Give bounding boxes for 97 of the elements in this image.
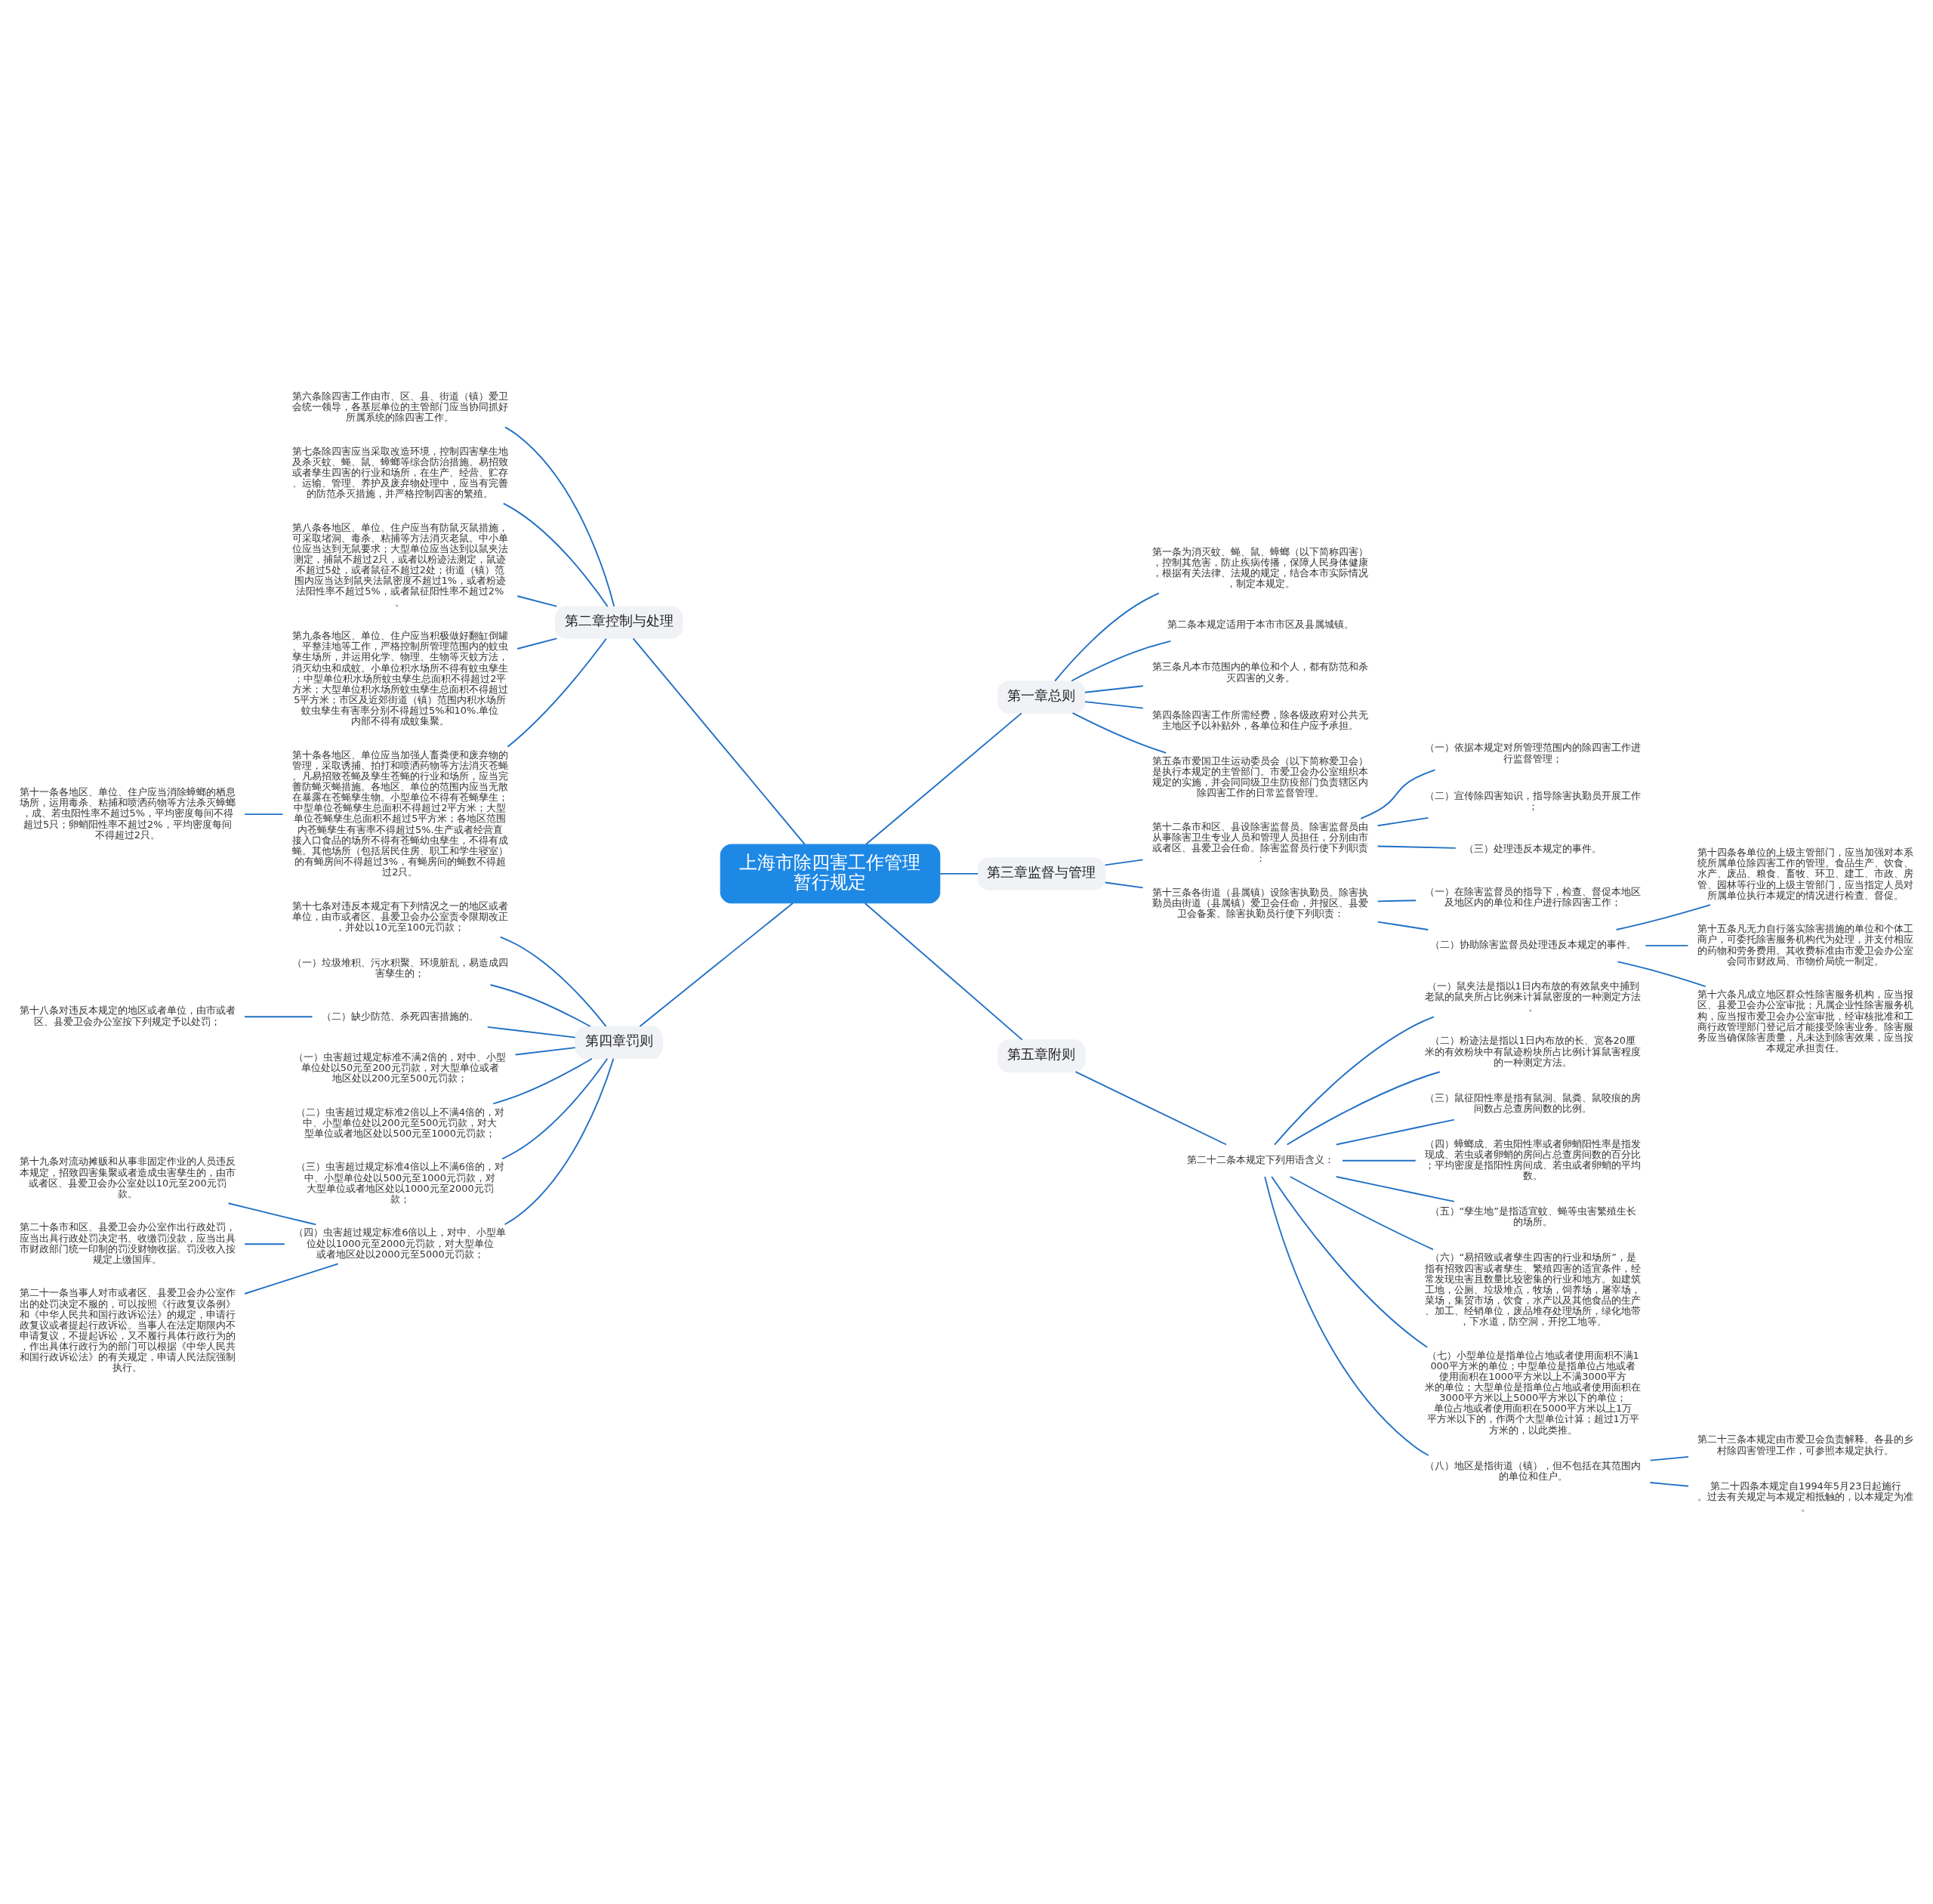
node-text: （四）蟑螂成、若虫阳性率或者卵蛸阳性率是指发现成、若虫或者卵蛸的房间占总查房间数的百分比；平均密度是指阳性房间成、若虫或者卵蛸的平均数。: [1425, 1137, 1642, 1181]
connector: [486, 1026, 576, 1038]
node-text: （一）鼠夹法是指以1日内布放的有效鼠夹中捕到老鼠的鼠夹所占比例来计算鼠密度的一种测定方法。: [1425, 980, 1642, 1013]
connector: [1264, 1175, 1429, 1456]
node-text: （五）“孳生地”是指适宜蚊、蝇等虫害繁殖生长的场所。: [1429, 1205, 1636, 1227]
connector: [632, 637, 806, 845]
node-text: 第七条除四害应当采取改造环境，控制四害孳生地及杀灭蚊、蝇、鼠、蟑螂等综合防治措施。易招致或者孳生四害的行业和场所，在生产、经营、贮存、运输、管理、养护及废弃物处理中，应当有完善的防范杀灭措施，并严格控制四害的繁殖。: [291, 445, 508, 499]
node-text: （二）缺少防范、杀死四害措施的。: [321, 1010, 479, 1022]
connector: [244, 1015, 313, 1017]
node-text: 第五条市爱国卫生运动委员会（以下简称爱卫会）是执行本规定的主管部门。市爱卫会办公室组织本规定的实施，并会同同级卫生防疫部门负责辖区内除四害工作的日常监督管理。: [1152, 755, 1369, 798]
node-text: 第二条本规定适用于本市市区及县属城镇。: [1167, 618, 1354, 630]
node-text: 第九条各地区、单位、住户应当积极做好翻缸倒罐、平整洼地等工作，严格控制所管理范围内的蚊虫孳生场所，并运用化学、物理、生物等灭蚊方法，消灭幼虫和成蚊。小单位积水场所不得有蚊虫孳生；中型单位积水场所蚊虫孳生总面积不得超过2平方米；大型单位积水场所蚊虫孳生总面积不得超过5平方米；市区及近郊街道（镇）范围内积水场所蚊虫孳生有害率分别不得超过5%和10%.单位内部不得有成蚊集聚。: [291, 629, 508, 727]
node-text: 第三条凡本市范围内的单位和个人，都有防范和杀灭四害的义务。: [1152, 660, 1369, 684]
node-text: （一）垃圾堆积、污水积聚、环境脏乱，易造成四害孳生的；: [291, 956, 508, 979]
connector: [1377, 921, 1429, 930]
connector: [1649, 1481, 1689, 1487]
connector: [1377, 845, 1457, 849]
node-text: （二）宣传除四害知识，指导除害执勤员开展工作；: [1425, 789, 1642, 812]
connector: [1286, 1070, 1441, 1145]
connector: [501, 1057, 609, 1159]
node-text: （一）虫害超过规定标准不满2倍的，对中、小型单位处以50元至200元罚款，对大型单位或者地区处以200元至500元罚款；: [294, 1051, 507, 1084]
connector: [516, 637, 558, 650]
node-text: （七）小型单位是指单位占地或者使用面积不满1000平方米的单位；中型单位是指单位占地或者使用面积在1000平方米以上不满3000平方米的单位；大型单位是指单位占地或者使用面积在3000平方米以上5000平方米以下的单位；单位占地或者使用面积在5000平方米以上1万平方米以下的，作两个大型单位计算；超过1万平方米的，以此类推。: [1425, 1349, 1642, 1436]
node-text: 第二十三条本规定由市爱卫会负责解释。各县的乡村除四害管理工作，可参照本规定执行。: [1697, 1433, 1914, 1456]
connector: [1377, 899, 1417, 902]
connector: [502, 502, 609, 607]
connector: [244, 1262, 339, 1295]
node-text: 第六条除四害工作由市、区、县、街道（镇）爱卫会统一领导，各基层单位的主管部门应当协同抓好所属系统的除四害工作。: [291, 390, 508, 423]
node-text: 第二十条市和区、县爱卫会办公室作出行政处罚，应当出具行政处罚决定书。收缴罚没款，应当出具市财政部门统一印制的罚没财物收据。罚没收入按规定上缴国库。: [19, 1220, 236, 1265]
connector: [499, 936, 607, 1027]
node-box: 第三章监督与管理: [977, 856, 1106, 890]
node-text: （六）“易招致或者孳生四害的行业和场所”，是指有招致四害或者孳生、繁殖四害的适宜条件，经常发现虫害且数量比较密集的行业和地方。如建筑工地，公厕、垃圾堆点，牧场，饲养场，屠宰场，菜场，集贸市场，饮食，水产以及其他食品的生产、加工、经销单位，废品堆存处理场所，绿化地带，下水道，防空洞，开挖工地等。: [1425, 1251, 1642, 1327]
connector: [1615, 903, 1711, 930]
node-text: （四）虫害超过规定标准6倍以上，对中、小型单位处以1000元至2000元罚款，对大型单位或者地区处以2000元至5000元罚款；: [294, 1226, 507, 1260]
connector: [492, 1057, 593, 1104]
connector: [865, 711, 1022, 845]
node-text: （二）协助除害监督员处理违反本规定的事件。: [1429, 938, 1636, 950]
connector: [1071, 711, 1167, 754]
node-text: 第十七条对违反本规定有下列情况之一的地区或者单位，由市或者区、县爱卫会办公室责令限期改正，并处以10元至100元罚款；: [291, 900, 508, 933]
node-text: （八）地区是指街道（镇），但不包括在其范围内的单位和住户。: [1425, 1459, 1642, 1482]
node-text: 第十条各地区、单位应当加强人畜粪便和废弃物的管理，采取诱捕、拍打和喷洒药物等方法消灭苍蝇。凡易招致苍蝇及孳生苍蝇的行业和场所，应当完善防蝇灭蝇措施。各地区、单位的范围内应当无散在暴露在苍蝇孳生物。小型单位不得有苍蝇孳生；中型单位苍蝇孳生总面积不得超过2平方米；大型单位苍蝇孳生总面积不超过5平方米；各地区范围内苍蝇孳生有害率不得超过5%.生产或者经营直接入口食品的场所不得有苍蝇幼虫孳生，不得有成蝇。其他场所（包括居民住房、职工和学生寝室）的有蝇房间不得超过3%，有蝇房间的蝇数不得超过2只。: [291, 748, 508, 878]
node-text: （三）处理违反本规定的事件。: [1464, 842, 1602, 854]
connector: [864, 902, 1023, 1041]
connector: [504, 1057, 615, 1225]
node-box: 第一章总则: [997, 680, 1086, 714]
node-text: 第十九条对流动摊贩和从事非固定作业的人员违反本规定，招致四害集聚或者造成虫害孳生的，由市或者区、县爱卫会办公室处以10元至200元罚款。: [19, 1155, 236, 1199]
node-text: （一）在除害监督员的指导下，检查、督促本地区及地区内的单位和住户进行除四害工作；: [1425, 885, 1642, 908]
connector: [1342, 1159, 1417, 1162]
connector: [514, 1046, 576, 1055]
node-text: 第十三条各街道（县属镇）设除害执勤员。除害执勤员由街道（县属镇）爱卫会任命，并报区、县爱卫会备案。除害执勤员行使下列职责：: [1152, 886, 1369, 919]
connector: [1074, 1070, 1227, 1145]
node-text: （一）依据本规定对所管理范围内的除四害工作进行监督管理；: [1425, 741, 1642, 764]
node-text: 第十一条各地区、单位、住户应当消除蟑螂的栖息场所，运用毒杀、粘捕和喷洒药物等方法杀灭蟑螂，成、若虫阳性率不超过5%，平均密度每间不得超过5只；卵蛸阳性率不超过2%，平均密度每间不得超过2只。: [19, 785, 236, 841]
node-box: 第四章罚则: [575, 1026, 663, 1059]
node-text: 第十二条市和区、县设除害监督员。除害监督员由从事除害卫生专业人员和管理人员担任，分别由市或者区、县爱卫会任命。除害监督员行使下列职责：: [1152, 820, 1369, 864]
connector: [1104, 881, 1144, 888]
connector: [1649, 1455, 1689, 1461]
connector: [507, 637, 607, 748]
node-text: （三）鼠征阳性率是指有鼠洞、鼠粪、鼠咬痕的房间数占总查房间数的比例。: [1425, 1091, 1642, 1114]
connector: [939, 872, 979, 875]
node-text: 第一条为消灭蚊、蝇、鼠、蟑螂（以下简称四害），控制其危害，防止疾病传播，保障人民身体健康，根据有关法律、法规的规定，结合本市实际情况，制定本规定。: [1152, 545, 1369, 589]
connector: [489, 983, 591, 1027]
connector: [1617, 960, 1706, 987]
connector: [1360, 769, 1436, 819]
connector: [244, 1242, 285, 1245]
connector: [1335, 1175, 1455, 1202]
connector: [244, 813, 284, 815]
connector: [504, 426, 615, 607]
node-box: 第二章控制与处理: [554, 605, 683, 639]
connector: [516, 594, 558, 607]
node-text: 第十四条各单位的上级主管部门，应当加强对本系统所属单位除四害工作的管理。食品生产、饮食、水产、废品、粮食、畜牧、环卫、建工、市政、房管、园林等行业的上级主管部门，应当指定人员对所属单位执行本规定的情况进行检查、督促。: [1697, 846, 1914, 901]
connector: [227, 1202, 317, 1225]
connector: [1071, 640, 1172, 681]
node-text: 第二十二条本规定下列用语含义：: [1186, 1153, 1334, 1165]
node-box: 第五章附则: [997, 1038, 1086, 1072]
node-box: 上海市除四害工作管理暂行规定: [720, 844, 941, 903]
connector: [1335, 1119, 1455, 1145]
connector: [1377, 816, 1429, 826]
node-text: （二）粉迹法是指以1日内布放的长、宽各20厘米的有效粉块中有鼠迹粉块所占比例计算鼠害程度的一种测定方法。: [1425, 1034, 1642, 1068]
connector: [1271, 1175, 1428, 1348]
node-text: （三）虫害超过规定标准4倍以上不满6倍的，对中、小型单位处以500元至1000元罚款，对大型单位或者地区处以1000元至2000元罚款；: [295, 1160, 504, 1205]
connector: [1289, 1175, 1434, 1250]
connector: [639, 902, 794, 1027]
node-text: 第四条除四害工作所需经费，除各级政府对公共无主地区予以补贴外，各单位和住户应予承担。: [1152, 708, 1369, 731]
connector: [1084, 684, 1144, 693]
node-text: 第十五条凡无力自行落实除害措施的单位和个体工商户，可委托除害服务机构代为处理，并支付相应的药物和劳务费用。其收费标准由市爱卫会办公室会同市财政局、市物价局统一制定。: [1697, 922, 1914, 967]
node-text: 第十六条凡成立地区群众性除害服务机构，应当报区、县爱卫会办公室审批；凡属企业性除害服务机构，应当报市爱卫会办公室审批，经审核批准和工商行政管理部门登记后才能接受除害业务。除害服务应当确保除害质量，凡未达到除害效果，应当按本规定承担责任。: [1697, 988, 1914, 1054]
connector: [1084, 700, 1144, 709]
connector: [1274, 1015, 1435, 1145]
connector: [1104, 859, 1144, 866]
connector: [1054, 592, 1160, 682]
node-text: 第十八条对违反本规定的地区或者单位，由市或者区、县爱卫会办公室按下列规定予以处罚；: [19, 1004, 236, 1027]
node-text: 第二十一条当事人对市或者区、县爱卫会办公室作出的处罚决定不服的，可以按照《行政复议条例》和《中华人民共和国行政诉讼法》的规定，申请行政复议或者提起行政诉讼。当事人在法定期限内不申请复议，不提起诉讼，又不履行具体行政行为的，作出具体行政行为的部门可以根据《中华人民共和国行政诉讼法》的有关规定，申请人民法院强制执行。: [19, 1286, 236, 1373]
node-text: （二）虫害超过规定标准2倍以上不满4倍的，对中、小型单位处以200元至500元罚款，对大型单位或者地区处以500元至1000元罚款；: [295, 1106, 504, 1139]
connector: [1645, 944, 1689, 946]
node-text: 第二十四条本规定自1994年5月23日起施行。过去有关规定与本规定相抵触的，以本规定为准。: [1697, 1480, 1914, 1513]
node-text: 第八条各地区、单位、住户应当有防鼠灭鼠措施，可采取堵洞、毒杀、粘捕等方法消灭老鼠。中小单位应当达到无鼠要求；大型单位应当达到以鼠夹法测定，捕鼠不超过2只，或者以粉迹法测定，鼠迹不超过5处，或者鼠征不超过2处；街道（镇）范围内应当达到鼠夹法鼠密度不超过1%，或者粉迹法阳性率不超过5%，或者鼠征阳性率不超过2%。: [291, 521, 508, 608]
